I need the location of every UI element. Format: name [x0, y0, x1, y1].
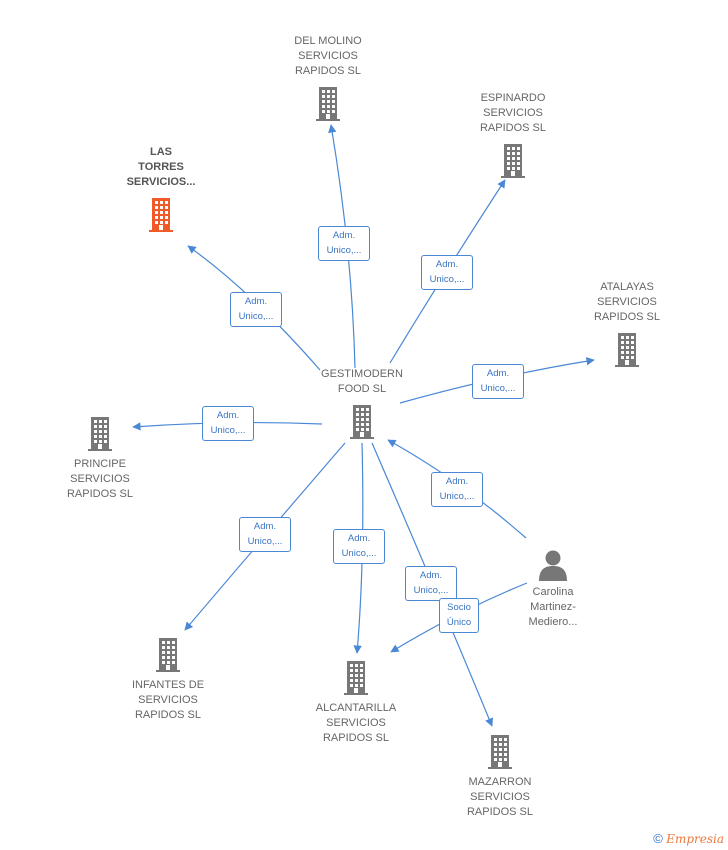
node-label: DEL MOLINO SERVICIOS RAPIDOS SL: [294, 35, 362, 77]
edge-label-principe[interactable]: Adm. Unico,...: [202, 406, 254, 441]
brand-logo: Empresia: [666, 832, 724, 846]
edge-label-carolina-center[interactable]: Adm. Unico,...: [431, 472, 483, 507]
building-icon: [149, 198, 173, 232]
node-atalayas[interactable]: ATALAYAS SERVICIOS RAPIDOS SL: [577, 280, 677, 370]
building-icon: [501, 144, 525, 178]
node-label: ATALAYAS SERVICIOS RAPIDOS SL: [593, 281, 661, 323]
building-icon: [88, 417, 112, 451]
edge-label-torres[interactable]: Adm. Unico,...: [230, 292, 282, 327]
node-label: INFANTES DE SERVICIOS RAPIDOS SL: [131, 679, 205, 721]
node-label: PRINCIPE SERVICIOS RAPIDOS SL: [66, 458, 134, 500]
node-carolina[interactable]: Carolina Martinez- Mediero...: [503, 549, 603, 634]
edge-label-alcantarilla[interactable]: Adm. Unico,...: [333, 529, 385, 564]
node-label: ALCANTARILLA SERVICIOS RAPIDOS SL: [315, 702, 397, 744]
node-del-molino[interactable]: DEL MOLINO SERVICIOS RAPIDOS SL: [278, 34, 378, 124]
node-label: ESPINARDO SERVICIOS RAPIDOS SL: [479, 92, 547, 134]
building-icon: [488, 735, 512, 769]
node-mazarron[interactable]: MAZARRON SERVICIOS RAPIDOS SL: [450, 733, 550, 823]
node-label: LAS TORRES SERVICIOS...: [126, 146, 196, 188]
edge-label-infantes[interactable]: Adm. Unico,...: [239, 517, 291, 552]
node-label: GESTIMODERN FOOD SL: [321, 368, 403, 395]
copyright-symbol: ©: [653, 831, 663, 846]
building-icon: [615, 333, 639, 367]
node-las-torres[interactable]: LAS TORRES SERVICIOS...: [111, 145, 211, 235]
person-icon: [539, 550, 567, 581]
node-gestimodern[interactable]: GESTIMODERN FOOD SL: [312, 367, 412, 442]
building-icon: [156, 638, 180, 672]
building-icon: [344, 661, 368, 695]
edge-label-espinardo[interactable]: Adm. Unico,...: [421, 255, 473, 290]
node-espinardo[interactable]: ESPINARDO SERVICIOS RAPIDOS SL: [463, 91, 563, 181]
node-label: MAZARRON SERVICIOS RAPIDOS SL: [466, 776, 534, 818]
node-label: Carolina Martinez- Mediero...: [528, 586, 578, 628]
footer-brand: © Empresia: [653, 831, 724, 846]
building-icon: [350, 405, 374, 439]
edge-label-atalayas[interactable]: Adm. Unico,...: [472, 364, 524, 399]
node-alcantarilla[interactable]: ALCANTARILLA SERVICIOS RAPIDOS SL: [306, 659, 406, 749]
edge-label-carolina-alcantarilla[interactable]: Socio Único: [439, 598, 479, 633]
edge-label-mazarron[interactable]: Adm. Unico,...: [405, 566, 457, 601]
node-principe[interactable]: PRINCIPE SERVICIOS RAPIDOS SL: [50, 415, 150, 505]
node-infantes-de[interactable]: INFANTES DE SERVICIOS RAPIDOS SL: [118, 636, 218, 726]
edge-label-molino[interactable]: Adm. Unico,...: [318, 226, 370, 261]
building-icon: [316, 87, 340, 121]
